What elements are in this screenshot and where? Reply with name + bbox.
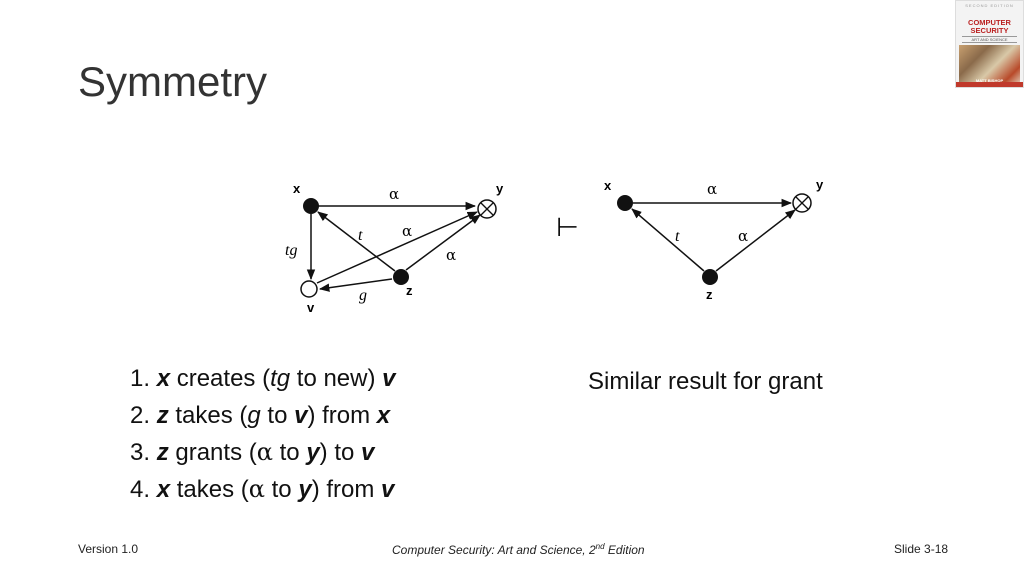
footer-version: Version 1.0	[78, 542, 139, 556]
node-z-right	[702, 269, 718, 285]
edge-label-x-v: tg	[285, 242, 297, 259]
node-x-right	[617, 195, 633, 211]
step-object: y	[306, 439, 320, 466]
cover-author: MATT BISHOP	[975, 78, 1004, 83]
step-verb: takes (	[175, 402, 248, 429]
footer-slide-number: Slide 3-18	[894, 542, 949, 556]
step-end: v	[361, 439, 375, 466]
step-right: tg	[270, 365, 291, 392]
step-object: v	[294, 402, 308, 429]
step-tail: ) from	[311, 476, 382, 503]
edge-label-z-x-right: t	[675, 228, 680, 245]
edge-z-y	[405, 214, 481, 271]
footer-book-tail: Edition	[604, 543, 645, 557]
cover-art	[959, 45, 1020, 87]
step-tail: ) from	[307, 402, 377, 429]
node-y-right	[792, 193, 812, 213]
step-mid: to	[260, 402, 295, 429]
label-x: x	[293, 181, 301, 196]
node-v	[300, 280, 318, 298]
label-y-right: y	[816, 177, 824, 192]
edge-label-z-x: t	[358, 227, 363, 244]
label-z: z	[406, 283, 413, 298]
edge-z-x	[317, 211, 396, 272]
edge-label-z-y: α	[446, 246, 456, 264]
cover-edition: SECOND EDITION	[965, 3, 1014, 8]
step-1: 1. x creates (tg to new) v	[130, 360, 396, 397]
cover-subtitle: ART AND SCIENCE	[962, 36, 1017, 43]
edge-label-x-y: α	[389, 185, 399, 203]
steps-list: 1. x creates (tg to new) v 2. z takes (g…	[130, 360, 396, 508]
cover-title-line2: SECURITY	[970, 26, 1009, 35]
step-right: g	[247, 402, 261, 429]
step-number: 4.	[130, 476, 151, 503]
node-y	[477, 199, 497, 219]
footer-book-sup: nd	[595, 542, 605, 551]
left-diagram: x y z v α α α tg t g	[285, 181, 504, 315]
footer-book-text: Computer Security: Art and Science, 2	[392, 543, 596, 557]
edge-z-v	[318, 278, 393, 292]
step-number: 3.	[130, 439, 151, 466]
slide-title: Symmetry	[78, 58, 267, 105]
edge-label-v-y: α	[402, 222, 412, 240]
step-tail: ) to	[319, 439, 362, 466]
step-subject: x	[156, 365, 171, 392]
step-subject: z	[156, 402, 169, 429]
right-diagram: x y z α t α	[604, 177, 824, 302]
node-x	[303, 198, 319, 214]
step-verb: takes (	[176, 476, 249, 503]
node-z	[393, 269, 409, 285]
edge-v-y	[316, 211, 478, 284]
step-verb: grants (	[175, 439, 257, 466]
edge-z-y-right	[715, 209, 796, 272]
step-right: α	[256, 438, 273, 466]
cover-title-line1: COMPUTER	[968, 18, 1011, 27]
step-number: 1.	[130, 365, 151, 392]
cover-stripe	[956, 82, 1023, 87]
step-2: 2. z takes (g to v) from x	[130, 397, 396, 434]
label-y: y	[496, 181, 504, 196]
similar-result-note: Similar result for grant	[588, 368, 823, 395]
book-cover-image: SECOND EDITION COMPUTER SECURITY ART AND…	[955, 0, 1024, 88]
footer-book-title: Computer Security: Art and Science, 2nd …	[392, 542, 645, 557]
edge-z-x-right	[631, 208, 705, 272]
step-subject: z	[156, 439, 169, 466]
label-z-right: z	[706, 287, 713, 302]
step-verb: creates (	[176, 365, 271, 392]
turnstile-symbol: ⊢	[556, 213, 579, 243]
label-v: v	[307, 300, 315, 315]
step-end: x	[376, 402, 391, 429]
edge-label-z-y-right: α	[738, 227, 748, 245]
step-right: α	[248, 475, 265, 503]
step-3: 3. z grants (α to y) to v	[130, 434, 396, 471]
step-subject: x	[156, 476, 171, 503]
step-mid: to	[264, 476, 299, 503]
edge-label-x-y-right: α	[707, 180, 717, 198]
label-x-right: x	[604, 178, 612, 193]
step-number: 2.	[130, 402, 151, 429]
step-object: y	[298, 476, 312, 503]
step-mid: to new)	[290, 365, 383, 392]
edge-label-z-v: g	[359, 287, 367, 304]
step-mid: to	[272, 439, 307, 466]
step-4: 4. x takes (α to y) from v	[130, 471, 396, 508]
step-object: v	[382, 365, 396, 392]
step-end: v	[381, 476, 395, 503]
